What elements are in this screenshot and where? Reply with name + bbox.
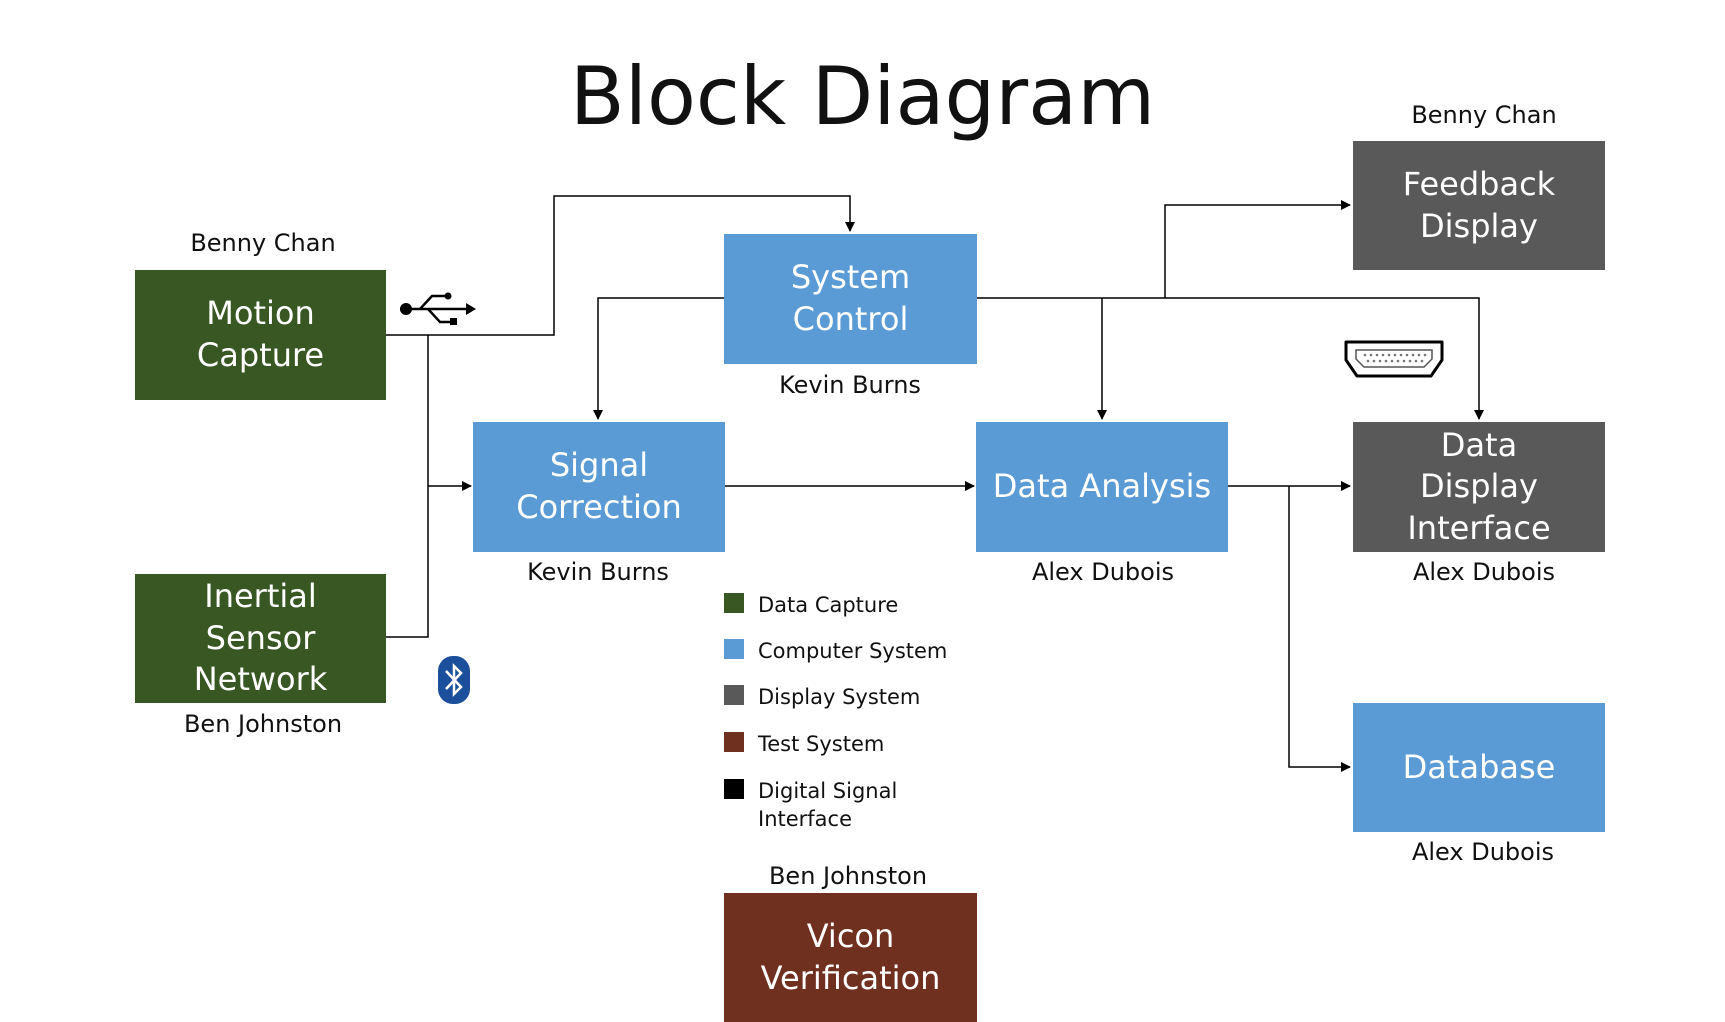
legend-item-digital-signal-interface: Digital Signal Interface (724, 777, 908, 834)
page-title: Block Diagram (569, 50, 1156, 143)
legend-swatch-digital-signal-interface (724, 779, 744, 799)
connector-system-control-bus (976, 297, 1484, 420)
block-label-vicon-verification: Vicon Verification (760, 916, 941, 997)
legend-item-data-capture: Data Capture (724, 591, 958, 619)
block-label-data-analysis: Data Analysis (992, 467, 1212, 506)
block-owner-vicon-verification: Ben Johnston (768, 862, 928, 890)
legend-label-computer-system: Computer System (758, 639, 948, 663)
block-owner-motion-capture: Benny Chan (190, 229, 336, 257)
block-owner-feedback-display: Benny Chan (1411, 101, 1557, 129)
block-system-control[interactable]: System Control (724, 234, 977, 364)
legend-swatch-computer-system (724, 639, 744, 659)
legend-item-display-system: Display System (724, 683, 958, 711)
block-inertial-sensor-network[interactable]: Inertial Sensor Network (135, 574, 386, 703)
connector-system-control-to-signal-correction (593, 297, 724, 420)
legend-swatch-data-capture (724, 593, 744, 613)
legend-label-test-system: Test System (758, 732, 885, 756)
block-feedback-display[interactable]: Feedback Display (1353, 141, 1605, 270)
block-label-system-control: System Control (790, 258, 911, 338)
legend-label-data-capture: Data Capture (758, 593, 899, 617)
block-label-data-display-interface: Data Display Interface (1407, 425, 1551, 547)
block-label-inertial-sensor-network: Inertial Sensor Network (193, 577, 328, 699)
block-label-motion-capture: Motion Capture (196, 294, 325, 374)
bluetooth-icon (438, 656, 470, 704)
legend-swatch-test-system (724, 732, 744, 752)
block-owner-data-analysis: Alex Dubois (1031, 558, 1175, 586)
block-database[interactable]: Database (1353, 703, 1605, 832)
block-motion-capture[interactable]: Motion Capture (135, 270, 386, 400)
block-label-signal-correction: Signal Correction (516, 446, 682, 526)
legend-item-computer-system: Computer System (724, 637, 958, 665)
connector-system-control-to-feedback-display (1164, 200, 1351, 298)
block-owner-data-display-interface: Alex Dubois (1412, 558, 1556, 586)
block-signal-correction[interactable]: Signal Correction (473, 422, 725, 552)
connector-motion-capture-to-system-control (385, 195, 855, 336)
usb-icon (400, 292, 476, 325)
block-owner-signal-correction: Kevin Burns (527, 558, 669, 586)
block-owner-system-control: Kevin Burns (779, 371, 921, 399)
block-label-feedback-display: Feedback Display (1402, 164, 1556, 245)
hdmi-port-icon (1344, 340, 1444, 378)
connector-motion-capture-bus (385, 335, 429, 638)
connector-data-analysis-to-database (1288, 486, 1351, 772)
legend-item-test-system: Test System (724, 730, 958, 758)
block-owner-inertial-sensor-network: Ben Johnston (183, 710, 343, 738)
legend-label-display-system: Display System (758, 685, 921, 709)
block-vicon-verification[interactable]: Vicon Verification (724, 893, 977, 1022)
legend-label-digital-signal-interface: Digital Signal Interface (758, 779, 898, 832)
legend-swatch-display-system (724, 685, 744, 705)
block-data-analysis[interactable]: Data Analysis (976, 422, 1228, 552)
block-data-display-interface[interactable]: Data Display Interface (1353, 422, 1605, 552)
block-owner-database: Alex Dubois (1411, 838, 1555, 866)
block-label-database: Database (1402, 747, 1556, 786)
